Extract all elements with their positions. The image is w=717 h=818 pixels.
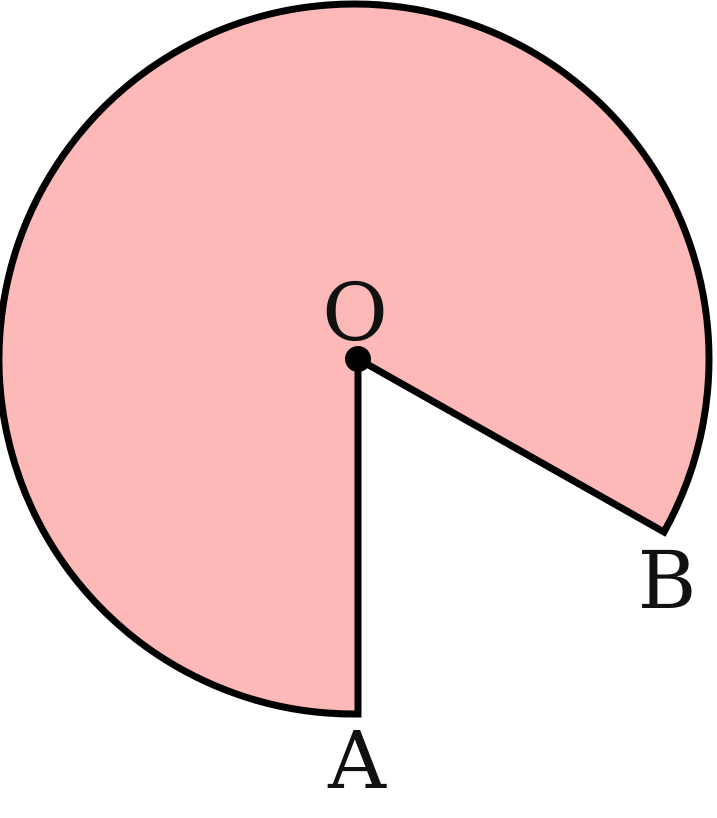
center-label: O xyxy=(322,266,388,359)
center-point xyxy=(345,346,371,372)
point-b-label: B xyxy=(638,534,697,627)
point-a-label: A xyxy=(327,714,387,807)
